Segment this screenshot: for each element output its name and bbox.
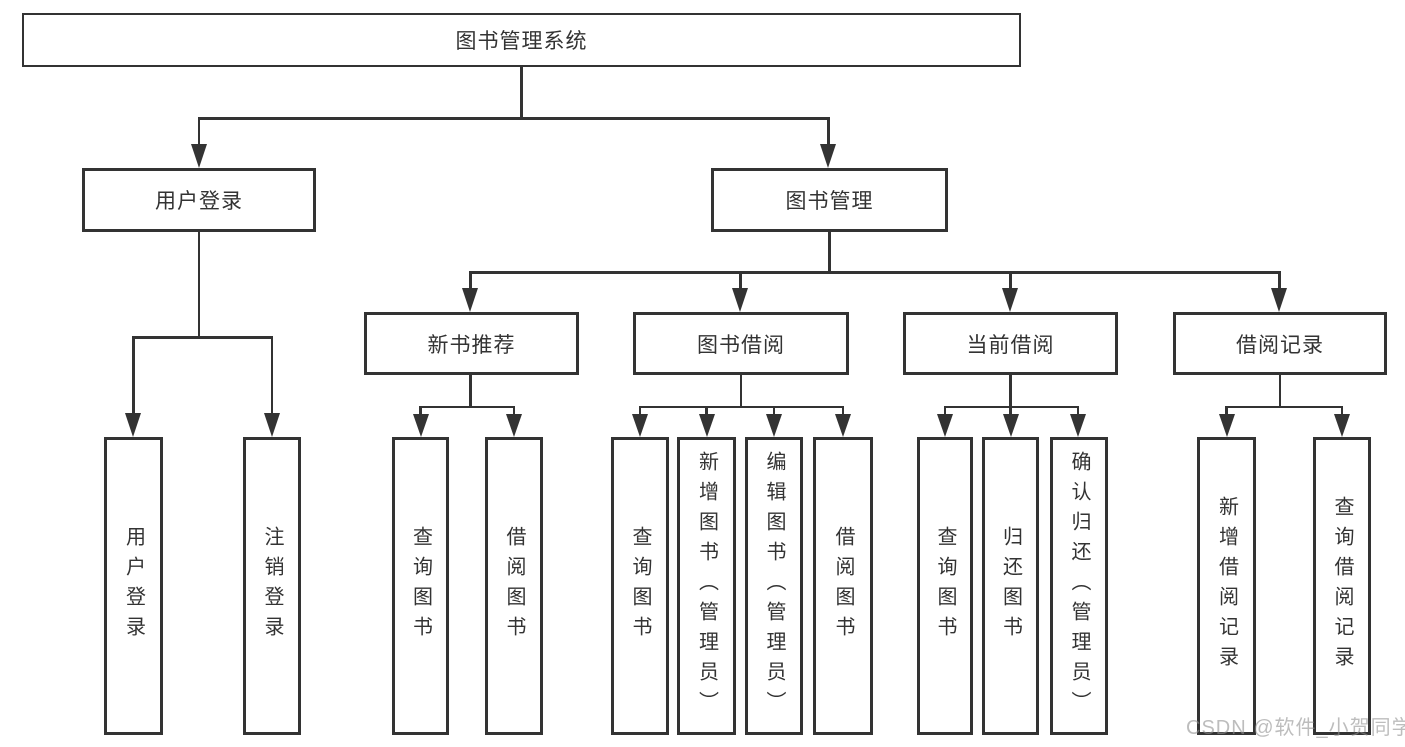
connector-line	[1340, 405, 1344, 417]
connector-line	[739, 373, 743, 407]
connector-line	[1225, 405, 1228, 417]
node-root-label: 图书管理系统	[455, 30, 588, 53]
arrow-down-icon	[766, 414, 782, 437]
node-book-borrow: 图书借阅	[633, 312, 849, 375]
arrow-down-icon	[632, 414, 648, 437]
connector-line	[419, 405, 422, 417]
connector-line	[1009, 405, 1012, 417]
arrow-down-icon	[835, 414, 851, 437]
arrow-down-icon	[462, 288, 478, 312]
connector-line	[419, 405, 516, 408]
connector-line	[132, 336, 274, 339]
connector-line	[1009, 271, 1012, 290]
connector-line	[772, 405, 776, 417]
leaf-query-borrow-record-label: 查询借阅记录	[1331, 496, 1353, 676]
node-root: 图书管理系统	[22, 13, 1021, 67]
connector-line	[1076, 405, 1080, 417]
connector-line	[638, 405, 845, 408]
leaf-current-query-books-label: 查询图书	[934, 526, 956, 646]
node-user-login-group-label: 用户登录	[155, 190, 243, 213]
leaf-add-books-admin-label: 新增图书（管理员）	[695, 451, 718, 721]
connector-line	[827, 117, 830, 146]
leaf-borrow-borrow-books-label: 借阅图书	[832, 526, 854, 646]
arrow-down-icon	[820, 144, 836, 168]
connector-line	[469, 271, 472, 290]
arrow-down-icon	[1002, 288, 1018, 312]
arrow-down-icon	[732, 288, 748, 312]
connector-line	[520, 66, 523, 118]
connector-line	[828, 232, 831, 273]
leaf-recommend-query-books: 查询图书	[392, 437, 449, 735]
connector-line	[270, 336, 274, 415]
leaf-add-borrow-record-label: 新增借阅记录	[1215, 496, 1238, 676]
arrow-down-icon	[1002, 414, 1019, 437]
leaf-logout-label: 注销登录	[261, 526, 283, 646]
leaf-recommend-borrow-books-label: 借阅图书	[503, 526, 525, 646]
node-current-borrow-label: 当前借阅	[966, 333, 1055, 357]
leaf-add-books-admin: 新增图书（管理员）	[677, 437, 736, 735]
connector-line	[1278, 271, 1281, 290]
node-current-borrow: 当前借阅	[903, 312, 1118, 375]
connector-line	[705, 405, 708, 417]
arrow-down-icon	[937, 414, 953, 437]
arrow-down-icon	[412, 414, 429, 437]
arrow-down-icon	[506, 414, 522, 437]
node-book-borrow-label: 图书借阅	[697, 333, 785, 357]
node-book-management-label: 图书管理	[785, 190, 874, 213]
arrow-down-icon	[1271, 288, 1287, 312]
connector-line	[841, 405, 845, 417]
connector-line	[197, 117, 831, 120]
leaf-current-query-books: 查询图书	[917, 437, 973, 735]
leaf-query-borrow-record: 查询借阅记录	[1313, 437, 1371, 735]
connector-line	[943, 405, 947, 417]
leaf-borrow-borrow-books: 借阅图书	[813, 437, 873, 735]
connector-line	[132, 336, 135, 415]
connector-line	[469, 271, 1281, 274]
leaf-user-login-label: 用户登录	[122, 526, 145, 646]
leaf-recommend-borrow-books: 借阅图书	[485, 437, 543, 735]
leaf-confirm-return-admin-label: 确认归还（管理员）	[1068, 451, 1090, 721]
connector-line	[638, 405, 642, 417]
arrow-down-icon	[263, 413, 280, 437]
connector-line	[1225, 405, 1344, 408]
leaf-user-login: 用户登录	[104, 437, 163, 735]
connector-line	[1009, 373, 1012, 407]
node-user-login-group: 用户登录	[82, 168, 316, 232]
arrow-down-icon	[1070, 414, 1086, 437]
node-new-book-recommend: 新书推荐	[364, 312, 579, 375]
leaf-add-borrow-record: 新增借阅记录	[1197, 437, 1256, 735]
node-borrow-records-label: 借阅记录	[1236, 333, 1324, 357]
leaf-edit-books-admin: 编辑图书（管理员）	[745, 437, 803, 735]
leaf-return-books: 归还图书	[982, 437, 1039, 735]
leaf-return-books-label: 归还图书	[999, 526, 1022, 646]
arrow-down-icon	[190, 144, 207, 168]
leaf-edit-books-admin-label: 编辑图书（管理员）	[763, 451, 785, 721]
node-book-management: 图书管理	[711, 168, 948, 232]
node-new-book-recommend-label: 新书推荐	[427, 333, 516, 357]
connector-line	[512, 405, 516, 417]
watermark: CSDN @软件_小贺同学	[1186, 717, 1405, 739]
connector-line	[197, 117, 201, 146]
leaf-logout: 注销登录	[243, 437, 301, 735]
leaf-confirm-return-admin: 确认归还（管理员）	[1050, 437, 1108, 735]
connector-line	[1278, 373, 1282, 407]
arrow-down-icon	[1334, 414, 1350, 437]
leaf-borrow-query-books-label: 查询图书	[629, 526, 651, 646]
arrow-down-icon	[125, 413, 141, 437]
leaf-recommend-query-books-label: 查询图书	[409, 526, 432, 646]
connector-line	[739, 271, 742, 290]
arrow-down-icon	[698, 414, 715, 437]
connector-line	[469, 373, 472, 407]
arrow-down-icon	[1218, 414, 1235, 437]
node-borrow-records: 借阅记录	[1173, 312, 1387, 375]
leaf-borrow-query-books: 查询图书	[611, 437, 669, 735]
connector-line	[197, 232, 201, 338]
